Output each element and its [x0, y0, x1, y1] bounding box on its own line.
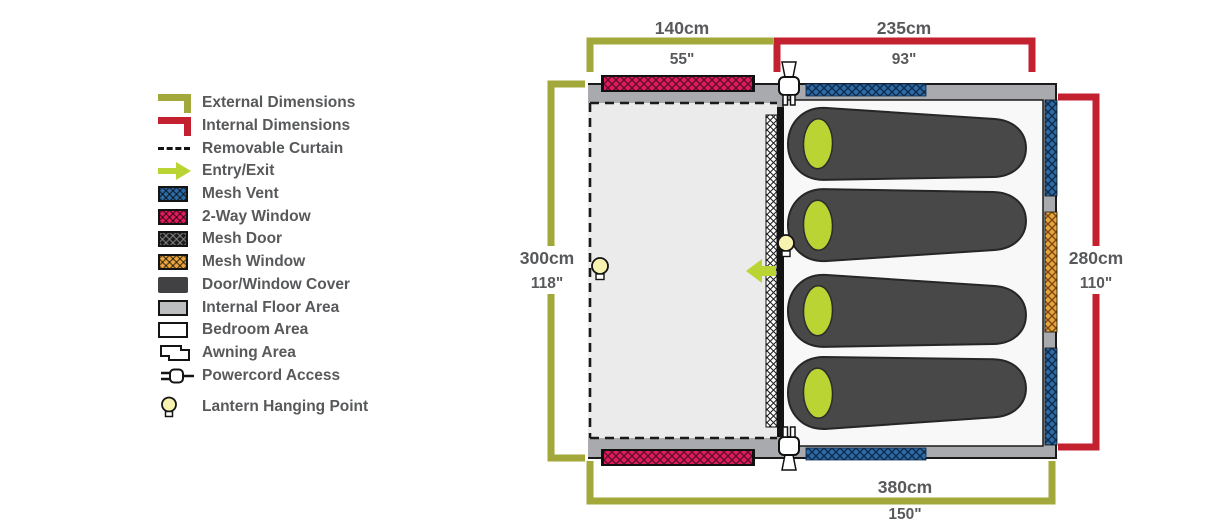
mesh-vent-icon: [158, 186, 202, 203]
legend-item-mesh-door: Mesh Door: [158, 228, 368, 251]
legend-item-two-way-window: 2-Way Window: [158, 205, 368, 228]
bedroom-width-cm: 235cm: [877, 18, 932, 38]
pillow: [802, 199, 834, 252]
lantern-hanging-point-awning-icon: [591, 257, 609, 281]
powercord-access-top-icon: [778, 61, 800, 106]
lantern-hanging-point-icon: [158, 396, 202, 419]
external-dimension-bracket-top: [586, 37, 773, 72]
legend-label: Entry/Exit: [202, 162, 275, 180]
external-dimensions-icon: [158, 93, 202, 113]
mesh-door-icon: [158, 231, 202, 248]
mesh-vent-right-top: [1044, 99, 1058, 197]
legend-item-entry-exit: Entry/Exit: [158, 160, 368, 183]
entry-exit-arrow-icon: [746, 259, 776, 283]
legend: External Dimensions Internal Dimensions …: [158, 92, 368, 419]
internal-depth-in: 110": [1080, 275, 1112, 292]
sleeping-bag-2: [786, 188, 1027, 263]
legend-label: External Dimensions: [202, 94, 356, 112]
removable-curtain-lines: [588, 101, 777, 440]
sleeping-bag-1: [786, 106, 1027, 181]
legend-item-internal-dimensions: Internal Dimensions: [158, 115, 368, 138]
legend-label: Door/Window Cover: [202, 275, 350, 293]
legend-label: Removable Curtain: [202, 139, 344, 157]
two-way-window-bottom: [601, 449, 755, 466]
awning-area: [588, 103, 777, 438]
awning-area-icon: [158, 343, 202, 363]
mesh-vent-right-bottom: [1044, 347, 1058, 446]
bedroom-area-icon: [158, 322, 202, 339]
two-way-window-top: [601, 75, 755, 92]
legend-label: Mesh Window: [202, 253, 306, 271]
internal-dimension-bracket-top: [773, 37, 1036, 72]
sleeping-bag-3: [786, 273, 1027, 348]
external-depth-cm: 300cm: [520, 248, 575, 268]
legend-item-door-window-cover: Door/Window Cover: [158, 274, 368, 297]
legend-label: Mesh Door: [202, 230, 283, 248]
mesh-window-icon: [158, 254, 202, 271]
two-way-window-icon: [158, 208, 202, 225]
label-backing: [512, 246, 582, 294]
removable-curtain-icon: [158, 147, 202, 151]
legend-item-removable-curtain: Removable Curtain: [158, 137, 368, 160]
mesh-window-right: [1044, 211, 1058, 333]
legend-item-external-dimensions: External Dimensions: [158, 92, 368, 115]
internal-floor-area-icon: [158, 299, 202, 316]
powercord-access-bottom-icon: [778, 426, 800, 471]
external-dimension-bracket-bottom: [586, 461, 1056, 505]
mesh-vent-top: [805, 83, 927, 97]
legend-item-internal-floor-area: Internal Floor Area: [158, 296, 368, 319]
sleeping-bag-4: [786, 356, 1027, 430]
label-backing: [1061, 246, 1131, 294]
awning-width-in: 55": [670, 51, 695, 68]
bedroom-width-in: 93": [892, 51, 917, 68]
legend-label: Internal Dimensions: [202, 117, 351, 135]
legend-item-lantern-hanging-point: Lantern Hanging Point: [158, 396, 368, 419]
legend-item-mesh-vent: Mesh Vent: [158, 183, 368, 206]
pillow: [802, 367, 834, 419]
legend-label: Awning Area: [202, 343, 296, 361]
legend-item-bedroom-area: Bedroom Area: [158, 319, 368, 342]
legend-label: Internal Floor Area: [202, 298, 340, 316]
entry-exit-icon: [158, 161, 202, 181]
external-width-in: 150": [888, 506, 921, 523]
awning-width-cm: 140cm: [655, 18, 710, 38]
legend-label: Mesh Vent: [202, 185, 279, 203]
legend-item-awning-area: Awning Area: [158, 342, 368, 365]
pillow: [802, 284, 834, 337]
legend-item-powercord-access: Powercord Access: [158, 364, 368, 387]
door-window-cover-bar: [777, 107, 784, 437]
legend-item-mesh-window: Mesh Window: [158, 251, 368, 274]
door-window-cover-icon: [158, 276, 202, 293]
mesh-vent-bottom: [805, 447, 927, 461]
legend-label: Powercord Access: [202, 366, 341, 384]
dimension-labels: 140cm 55" 235cm 93" 300cm 118" 280cm 110…: [512, 18, 1131, 523]
external-depth-in: 118": [531, 275, 563, 292]
legend-label: 2-Way Window: [202, 207, 311, 225]
internal-dimensions-icon: [158, 116, 202, 136]
internal-depth-cm: 280cm: [1069, 248, 1124, 268]
legend-label: Lantern Hanging Point: [202, 398, 369, 416]
lantern-hanging-point-divider-icon: [777, 234, 795, 258]
external-width-cm: 380cm: [878, 477, 933, 497]
powercord-access-icon: [158, 367, 202, 385]
legend-label: Bedroom Area: [202, 321, 309, 339]
pillow: [802, 117, 834, 170]
